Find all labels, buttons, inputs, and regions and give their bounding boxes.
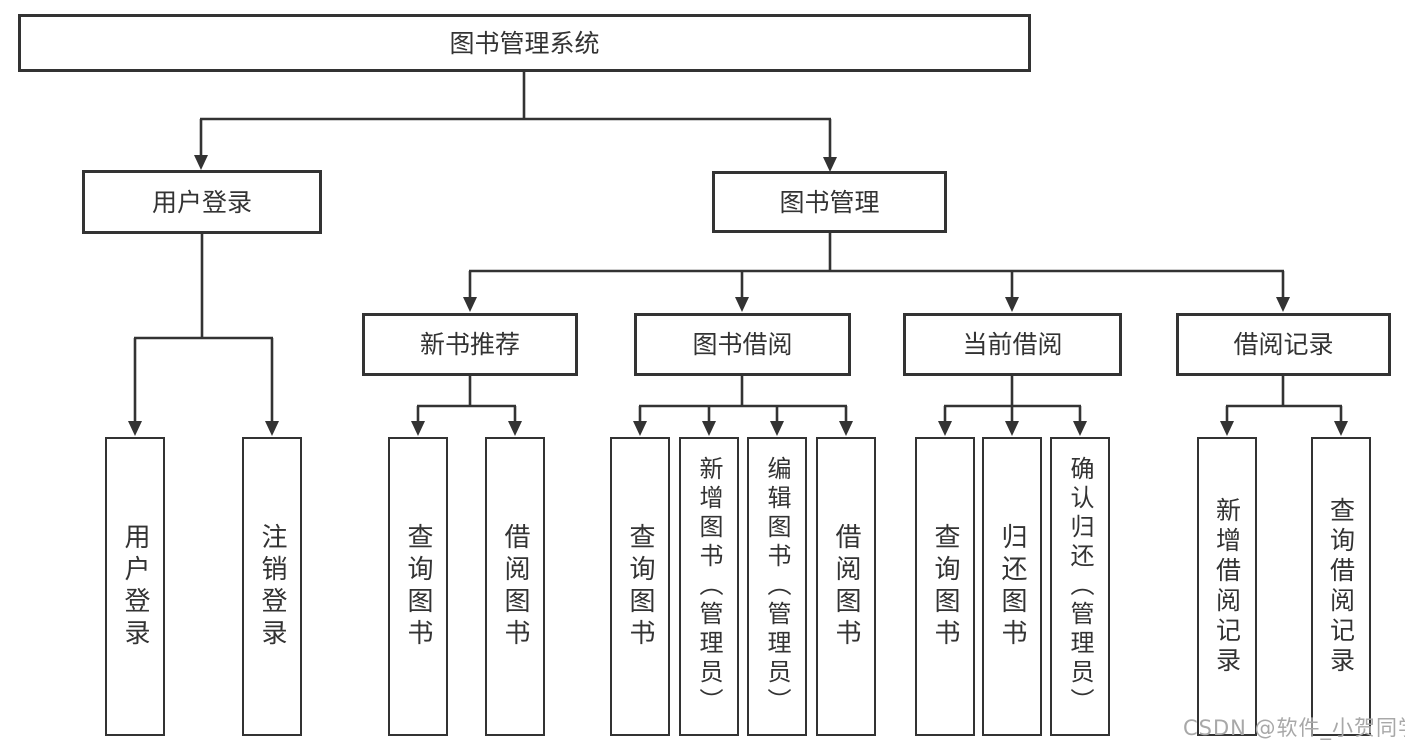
node-library-management-system: 图书管理系统 (18, 14, 1031, 72)
leaf-search-current-borrow: 查询图书 (915, 437, 975, 736)
node-borrowing-records: 借阅记录 (1176, 313, 1391, 376)
node-new-book-recommendation: 新书推荐 (362, 313, 578, 376)
leaf-user-login: 用户登录 (105, 437, 165, 736)
node-book-management: 图书管理 (712, 171, 947, 233)
node-user-login: 用户登录 (82, 170, 322, 234)
leaf-borrow-book-recommend: 借阅图书 (485, 437, 545, 736)
leaf-add-book-admin: 新增图书（管理员） (679, 437, 739, 736)
leaf-borrow-book: 借阅图书 (816, 437, 876, 736)
node-current-borrowing: 当前借阅 (903, 313, 1122, 376)
leaf-add-borrow-record: 新增借阅记录 (1197, 437, 1257, 736)
node-book-borrowing: 图书借阅 (634, 313, 851, 376)
leaf-return-book: 归还图书 (982, 437, 1042, 736)
leaf-search-borrow-record: 查询借阅记录 (1311, 437, 1371, 736)
leaf-confirm-return-admin: 确认归还（管理员） (1050, 437, 1110, 736)
leaf-search-book-recommend: 查询图书 (388, 437, 448, 736)
watermark: CSDN @软件_小贺同学 (1183, 716, 1405, 740)
leaf-edit-book-admin: 编辑图书（管理员） (747, 437, 807, 736)
leaf-logout: 注销登录 (242, 437, 302, 736)
leaf-search-book: 查询图书 (610, 437, 670, 736)
